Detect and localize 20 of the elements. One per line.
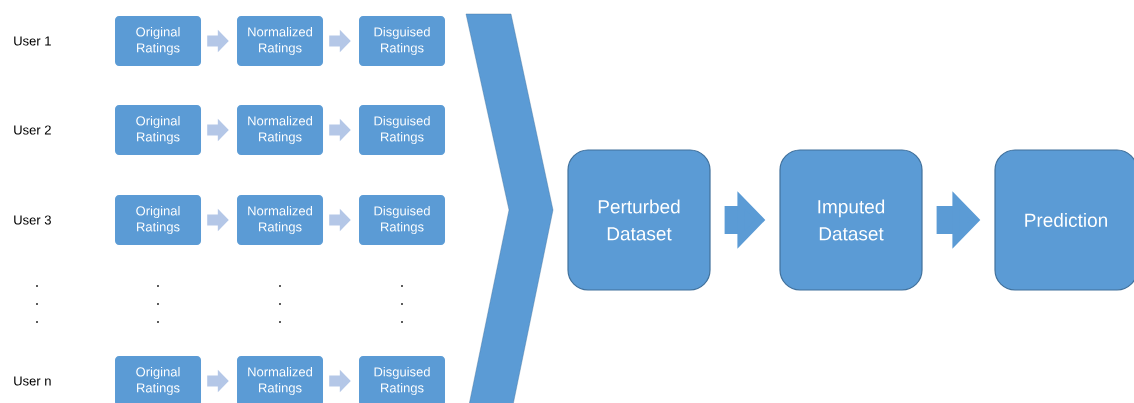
user-label: User 2: [14, 125, 51, 135]
rating-box: Original Ratings: [115, 105, 201, 155]
user-label: User 1: [14, 36, 51, 46]
rating-box: Disguised Ratings: [359, 105, 445, 155]
rating-box: Normalized Ratings: [237, 16, 323, 66]
dataset-box: Perturbed Dataset: [567, 149, 711, 291]
rating-box: Disguised Ratings: [359, 195, 445, 245]
rating-box: Disguised Ratings: [359, 16, 445, 66]
rating-box: Original Ratings: [115, 356, 201, 403]
rating-box: Original Ratings: [115, 195, 201, 245]
rating-box: Normalized Ratings: [237, 105, 323, 155]
prediction-box: Prediction: [994, 149, 1134, 291]
user-label: User 3: [14, 215, 51, 225]
chevron-shape: [465, 13, 554, 403]
rating-box: Normalized Ratings: [237, 195, 323, 245]
rating-box: Disguised Ratings: [359, 356, 445, 403]
dataset-box: Imputed Dataset: [779, 149, 923, 291]
user-label: User n: [14, 376, 51, 386]
rating-box: Original Ratings: [115, 16, 201, 66]
rating-box: Normalized Ratings: [237, 356, 323, 403]
